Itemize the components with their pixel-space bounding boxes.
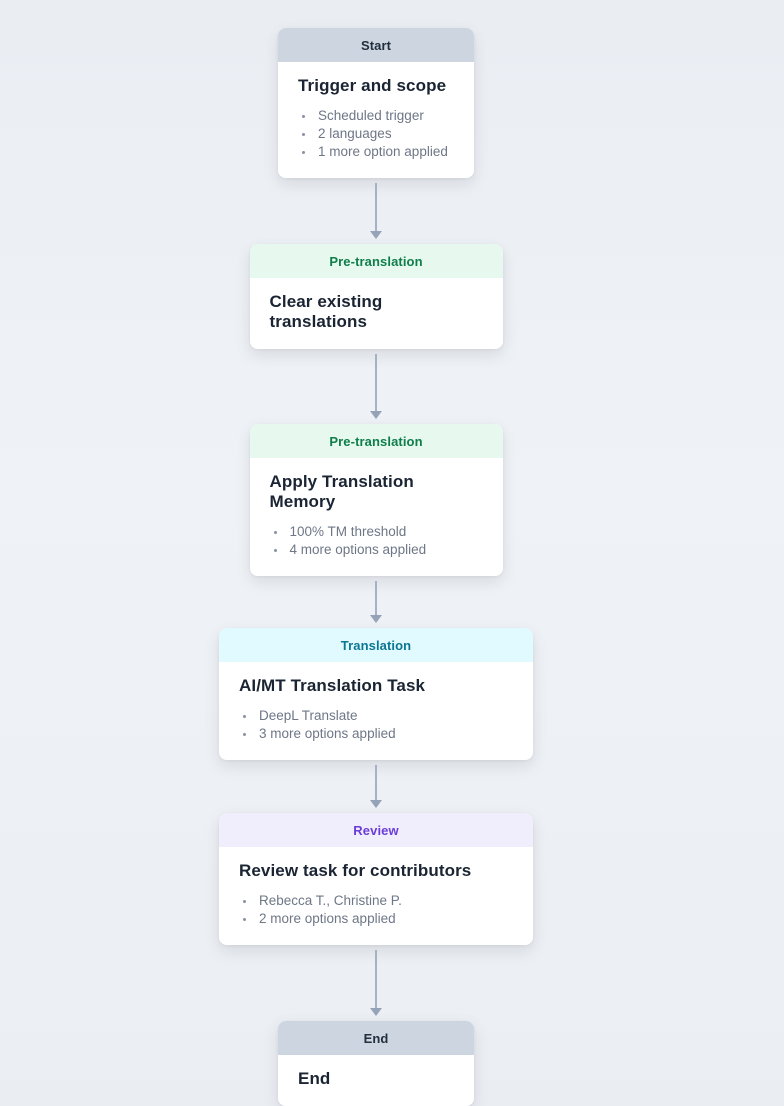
workflow-node-review-task-for-contributors[interactable]: Review Review task for contributors Rebe…: [219, 813, 533, 945]
node-body: Apply Translation Memory 100% TM thresho…: [249, 458, 503, 576]
node-title: Trigger and scope: [298, 76, 447, 95]
node-option: DeepL Translate: [256, 707, 513, 725]
node-stage-header: Pre-translation: [249, 244, 503, 278]
node-option: 4 more options applied: [287, 541, 483, 559]
node-title: End: [298, 1069, 331, 1088]
node-stage-header: Review: [219, 813, 533, 847]
node-body: Clear existing translations: [249, 278, 503, 349]
node-body: Review task for contributors Rebecca T.,…: [219, 847, 533, 945]
node-option: 2 more options applied: [256, 910, 513, 928]
connector-arrow: [370, 576, 382, 628]
connector-arrow: [370, 349, 382, 424]
arrow-down-icon: [370, 1008, 382, 1016]
arrow-line: [374, 581, 378, 616]
workflow-node-apply-translation-memory[interactable]: Pre-translation Apply Translation Memory…: [249, 424, 503, 576]
node-options-list: DeepL Translate3 more options applied: [239, 707, 513, 743]
node-body: End: [278, 1055, 474, 1106]
node-option: 2 languages: [315, 125, 454, 143]
workflow-node-ai-mt-translation-task[interactable]: Translation AI/MT Translation Task DeepL…: [219, 628, 533, 760]
node-option: Rebecca T., Christine P.: [256, 892, 513, 910]
node-body: AI/MT Translation Task DeepL Translate3 …: [219, 662, 533, 760]
arrow-line: [374, 950, 378, 1009]
node-stage-header: Translation: [219, 628, 533, 662]
node-title: Review task for contributors: [239, 861, 472, 880]
connector-arrow: [370, 945, 382, 1021]
node-body: Trigger and scope Scheduled trigger2 lan…: [278, 62, 474, 178]
node-stage-header: Pre-translation: [249, 424, 503, 458]
node-option: Scheduled trigger: [315, 107, 454, 125]
node-option: 1 more option applied: [315, 143, 454, 161]
node-title: AI/MT Translation Task: [239, 676, 426, 695]
connector-arrow: [370, 178, 382, 244]
arrow-down-icon: [370, 615, 382, 623]
arrow-line: [374, 765, 378, 801]
node-title: Apply Translation Memory: [269, 472, 414, 511]
connector-arrow: [370, 760, 382, 813]
node-option: 3 more options applied: [256, 725, 513, 743]
workflow-node-start[interactable]: Start Trigger and scope Scheduled trigge…: [278, 28, 474, 178]
arrow-line: [374, 354, 378, 412]
arrow-down-icon: [370, 231, 382, 239]
node-options-list: Rebecca T., Christine P.2 more options a…: [239, 892, 513, 928]
node-title: Clear existing translations: [269, 292, 383, 331]
workflow-canvas: Start Trigger and scope Scheduled trigge…: [219, 28, 533, 1106]
node-options-list: 100% TM threshold4 more options applied: [270, 523, 483, 559]
node-options-list: Scheduled trigger2 languages1 more optio…: [298, 107, 454, 161]
workflow-node-end[interactable]: End End: [278, 1021, 474, 1106]
workflow-node-clear-existing-translations[interactable]: Pre-translation Clear existing translati…: [249, 244, 503, 349]
arrow-line: [374, 183, 378, 232]
node-stage-header: End: [278, 1021, 474, 1055]
arrow-down-icon: [370, 800, 382, 808]
arrow-down-icon: [370, 411, 382, 419]
node-option: 100% TM threshold: [287, 523, 483, 541]
node-stage-header: Start: [278, 28, 474, 62]
